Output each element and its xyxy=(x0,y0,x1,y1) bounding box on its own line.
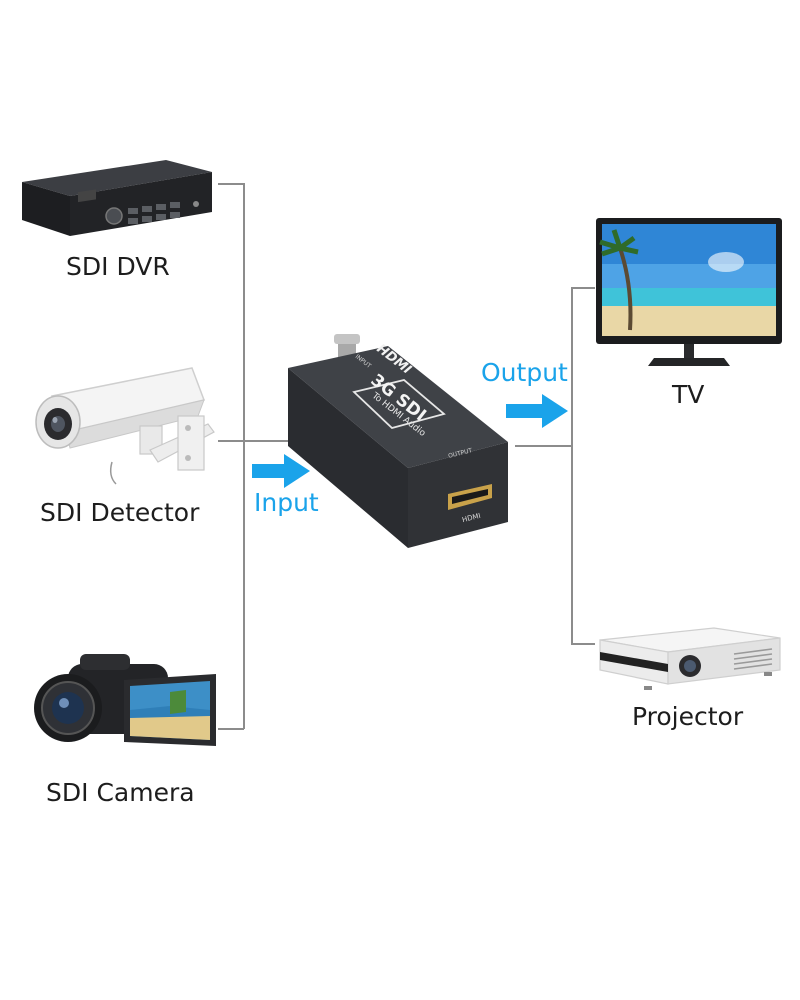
source-bracket-bottom xyxy=(218,728,244,730)
output-label-tv: TV xyxy=(672,380,705,409)
projector-icon xyxy=(599,627,781,690)
output-bracket-top xyxy=(571,287,595,289)
monitor-icon xyxy=(596,218,782,366)
output-label-projector: Projector xyxy=(632,702,744,731)
converter-box-icon xyxy=(288,334,508,548)
output-bracket-vertical xyxy=(571,287,573,644)
input-label: Input xyxy=(254,488,319,517)
output-bracket-middle xyxy=(515,445,573,447)
source-bracket-vertical xyxy=(243,183,245,729)
output-bracket-bottom xyxy=(571,643,595,645)
output-arrow-icon xyxy=(506,394,568,428)
security-camera-icon xyxy=(35,367,215,485)
source-label-detector: SDI Detector xyxy=(40,498,200,527)
source-bracket-middle xyxy=(218,440,298,442)
source-bracket-top xyxy=(218,183,244,185)
source-label-camera: SDI Camera xyxy=(46,778,195,807)
output-label: Output xyxy=(481,358,568,387)
source-label-dvr: SDI DVR xyxy=(66,252,170,281)
camcorder-icon xyxy=(34,654,216,746)
dvr-icon xyxy=(22,160,212,236)
input-arrow-icon xyxy=(252,454,310,488)
